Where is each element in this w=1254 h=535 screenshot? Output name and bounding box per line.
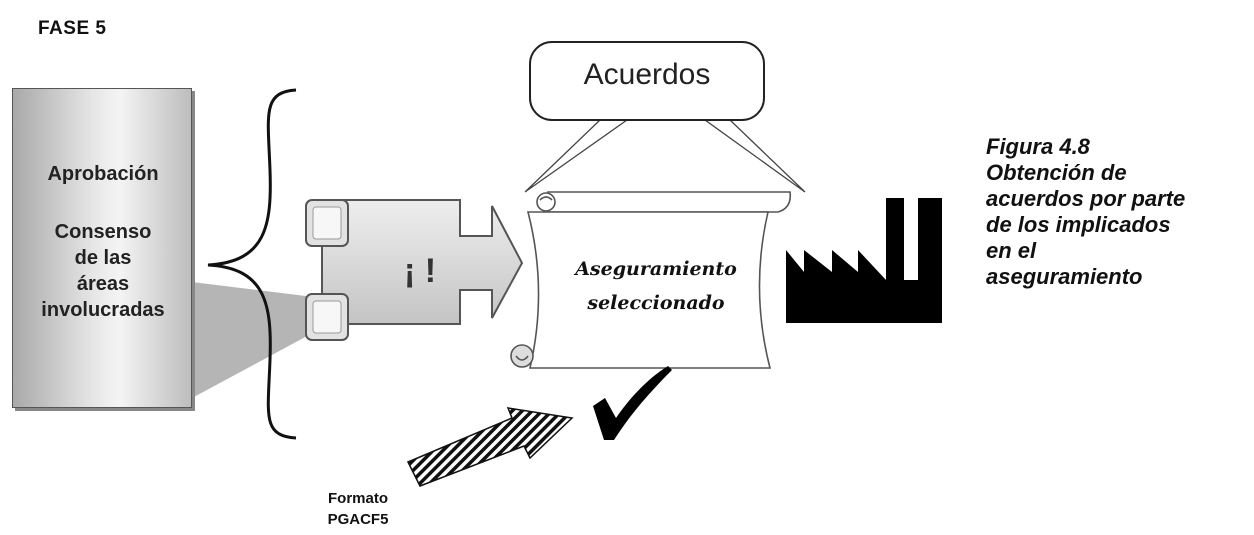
caption-line: de los implicados	[986, 212, 1171, 237]
consensus-line: Consenso	[54, 221, 152, 243]
checkmark-icon	[593, 366, 672, 440]
caption-line: aseguramiento	[986, 264, 1143, 289]
gift-arrow-icon	[305, 199, 524, 341]
striped-arrow-icon	[406, 407, 574, 487]
format-caption: Formato PGACF5	[298, 488, 418, 530]
caption-line: en el	[986, 238, 1037, 263]
approval-box: Aprobación Consenso de las áreas involuc…	[12, 88, 192, 408]
scroll-text: Aseguramiento seleccionado	[520, 252, 792, 320]
curly-brace	[207, 88, 297, 440]
consensus-line: involucradas	[41, 299, 165, 321]
callout-lines	[524, 119, 806, 193]
scroll-icon	[510, 191, 792, 369]
consensus-text: Consenso de las áreas involucradas	[13, 219, 193, 323]
format-line: Formato	[328, 490, 388, 507]
acuerdos-bubble	[529, 41, 765, 121]
consensus-line: áreas	[76, 273, 130, 295]
scroll-line: seleccionado	[587, 292, 725, 314]
gift-label: ¡ !	[403, 252, 437, 290]
factory-icon	[786, 198, 942, 323]
consensus-line: de las	[74, 247, 132, 269]
approval-title: Aprobación	[47, 163, 159, 185]
caption-line: acuerdos por parte	[986, 186, 1186, 211]
connector-wedge	[192, 282, 322, 398]
caption-line: Figura 4.8	[986, 134, 1090, 159]
caption-line: Obtención de	[986, 160, 1127, 185]
acuerdos-label: Acuerdos	[583, 58, 711, 91]
format-line: PGACF5	[327, 511, 389, 528]
scroll-line: Aseguramiento	[575, 258, 737, 280]
figure-caption: Figura 4.8 Obtención de acuerdos por par…	[986, 134, 1248, 290]
phase-label: FASE 5	[38, 18, 107, 39]
